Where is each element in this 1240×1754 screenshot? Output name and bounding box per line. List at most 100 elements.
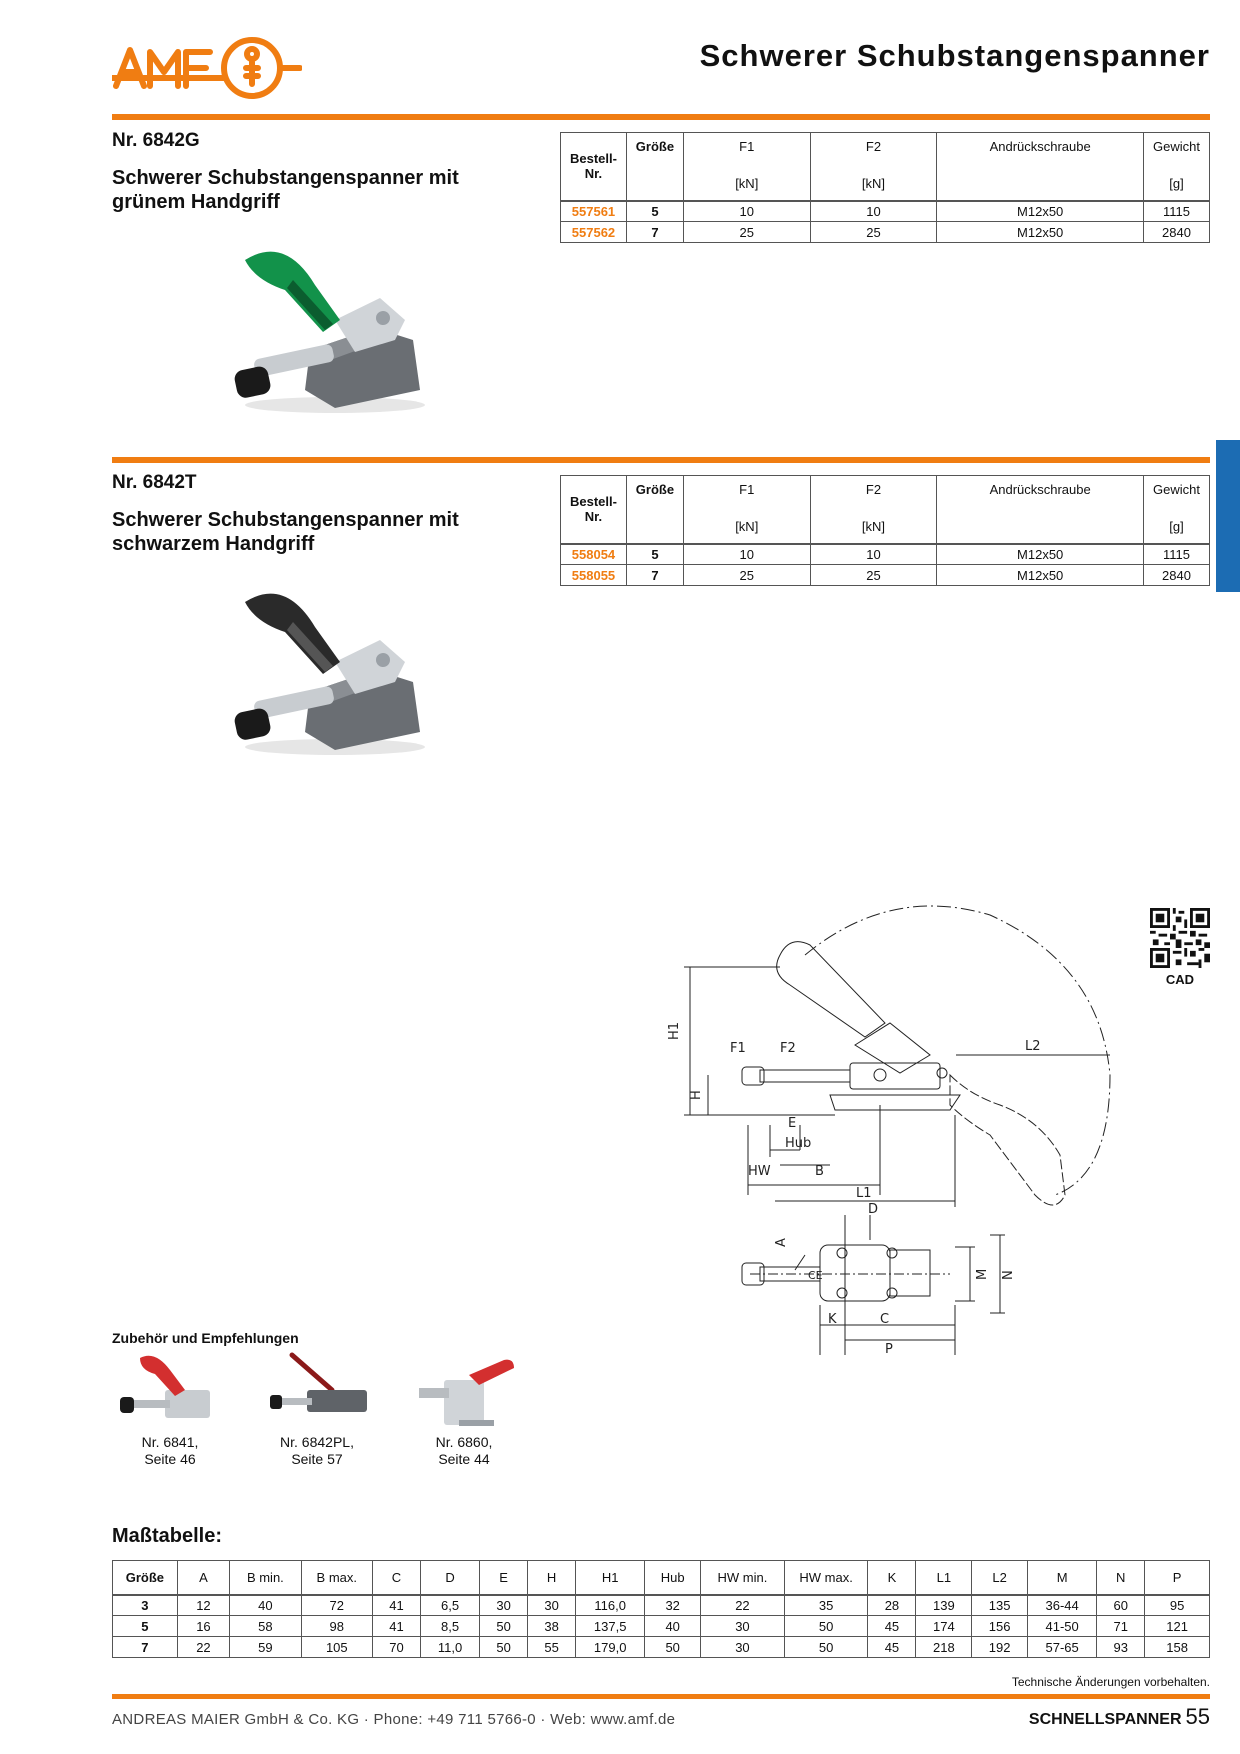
dim-cell: 158 [1144, 1636, 1210, 1658]
dim-cell: 12 [176, 1594, 231, 1616]
dim-col-header: E [479, 1560, 529, 1596]
label-l2: L2 [1025, 1039, 1041, 1054]
dim-cell: 135 [971, 1594, 1029, 1616]
product-description: Schwerer Schubstangenspanner mit schwarz… [112, 509, 459, 555]
amf-logo [112, 37, 302, 99]
dim-cell: 36-44 [1027, 1594, 1098, 1616]
dim-cell: 60 [1096, 1594, 1146, 1616]
col-f1: F1[kN] [682, 132, 811, 202]
label-h1: H1 [667, 1022, 682, 1040]
dim-cell: 72 [300, 1594, 374, 1616]
col-f2: F2[kN] [809, 132, 938, 202]
dim-cell: 156 [971, 1615, 1029, 1637]
dim-col-header: Hub [644, 1560, 702, 1596]
dim-col-header: HW max. [783, 1560, 869, 1596]
page-number: 55 [1185, 1704, 1210, 1729]
label-n: N [1001, 1270, 1016, 1280]
col-size: Größe [625, 475, 684, 545]
table-row: 558055 7 25 25 M12x50 2840 [560, 564, 1210, 586]
order-number-link[interactable]: 557561 [560, 200, 627, 222]
dim-col-header: A [176, 1560, 231, 1596]
col-size: Größe [625, 132, 684, 202]
accessory-item[interactable]: Nr. 6841, Seite 46 [100, 1350, 240, 1468]
dim-cell: 93 [1096, 1636, 1146, 1658]
accessory-item[interactable]: Nr. 6842PL, Seite 57 [247, 1350, 387, 1468]
label-f2: F2 [780, 1041, 796, 1056]
dim-cell: 50 [783, 1636, 869, 1658]
dim-cell: 55 [527, 1636, 577, 1658]
label-hub: Hub [785, 1136, 811, 1151]
dim-cell: 30 [479, 1594, 529, 1616]
label-m: M [975, 1269, 990, 1280]
dim-cell: 16 [176, 1615, 231, 1637]
dim-cell: 41 [372, 1615, 421, 1637]
footer-section-label: SCHNELLSPANNER [1028, 1711, 1182, 1728]
dim-col-header: H1 [575, 1560, 646, 1596]
footer-company: ANDREAS MAIER GmbH & Co. KG · Phone: +49… [112, 1711, 676, 1728]
dim-cell: 6,5 [419, 1594, 481, 1616]
dim-cell: 116,0 [575, 1594, 646, 1616]
dim-cell: 30 [700, 1636, 785, 1658]
dim-cell: 95 [1144, 1594, 1210, 1616]
dim-cell: 50 [479, 1615, 529, 1637]
label-k: K [828, 1312, 837, 1327]
technical-drawing: H1 H F1 F2 E Hub HW B L1 L2 D A M N K C … [667, 905, 1111, 1357]
dim-cell: 71 [1096, 1615, 1146, 1637]
label-e: E [788, 1116, 796, 1131]
dim-cell: 5 [112, 1615, 178, 1637]
dim-col-header: K [867, 1560, 917, 1596]
dim-cell: 30 [527, 1594, 577, 1616]
dimension-table-heading: Maßtabelle: [112, 1525, 223, 1547]
product-number: Nr. 6842G [112, 130, 200, 151]
col-weight: Gewicht[g] [1143, 475, 1210, 545]
product-number: Nr. 6842T [112, 472, 197, 493]
accessory-item[interactable]: Nr. 6860, Seite 44 [394, 1350, 534, 1468]
dim-col-header: P [1144, 1560, 1210, 1596]
dim-cell: 41-50 [1027, 1615, 1098, 1637]
dim-cell: 179,0 [575, 1636, 646, 1658]
label-l1: L1 [856, 1186, 872, 1201]
col-order-no: Bestell-Nr. [560, 132, 627, 202]
dim-cell: 7 [112, 1636, 178, 1658]
dim-cell: 22 [176, 1636, 231, 1658]
label-hw: HW [748, 1164, 771, 1179]
dim-cell: 57-65 [1027, 1636, 1098, 1658]
table-row: 558054 5 10 10 M12x50 1115 [560, 543, 1210, 565]
dim-cell: 41 [372, 1594, 421, 1616]
product-description: Schwerer Schubstangenspanner mit grünem … [112, 167, 459, 213]
table-row: 557561 5 10 10 M12x50 1115 [560, 200, 1210, 222]
accessories-heading: Zubehör und Empfehlungen [112, 1330, 299, 1346]
dim-cell: 45 [867, 1615, 917, 1637]
disclaimer-note: Technische Änderungen vorbehalten. [1011, 1675, 1210, 1689]
dim-cell: 8,5 [419, 1615, 481, 1637]
order-number-link[interactable]: 557562 [560, 221, 627, 243]
dim-cell: 32 [644, 1594, 702, 1616]
dim-col-header: Größe [112, 1560, 178, 1596]
accessory-image [120, 1355, 210, 1418]
order-number-link[interactable]: 558055 [560, 564, 627, 586]
label-p: P [885, 1342, 893, 1357]
qr-code-icon[interactable] [1150, 908, 1210, 968]
dim-cell: 218 [915, 1636, 973, 1658]
label-c: C [880, 1312, 889, 1327]
order-number-link[interactable]: 558054 [560, 543, 627, 565]
col-f2: F2[kN] [809, 475, 938, 545]
label-a: A [774, 1238, 789, 1247]
dim-cell: 45 [867, 1636, 917, 1658]
dim-col-header: L1 [915, 1560, 973, 1596]
section-tab [1216, 440, 1240, 592]
header-rule [112, 114, 1210, 120]
dim-cell: 192 [971, 1636, 1029, 1658]
section-rule [112, 457, 1210, 463]
qr-label: CAD [1165, 972, 1195, 987]
table-row: 557562 7 25 25 M12x50 2840 [560, 221, 1210, 243]
dim-cell: 139 [915, 1594, 973, 1616]
dim-cell: 50 [479, 1636, 529, 1658]
dim-cell: 3 [112, 1594, 178, 1616]
footer-rule [112, 1694, 1210, 1699]
